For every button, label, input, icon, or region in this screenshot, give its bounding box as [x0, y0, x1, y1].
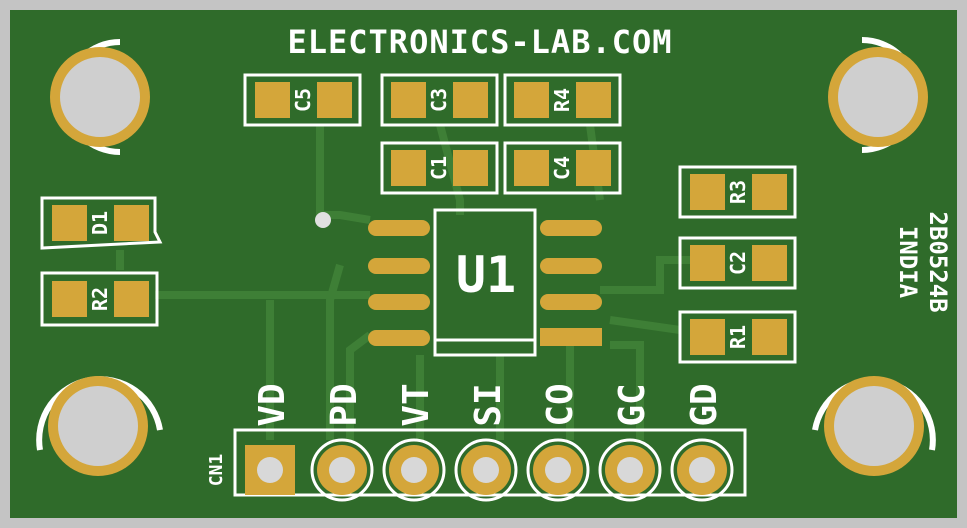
copper-traces — [116, 123, 690, 440]
pin-label-gd: GD — [684, 383, 725, 426]
pin-outline — [598, 438, 662, 502]
pin-outline — [526, 438, 590, 502]
mounting-hole-bl — [36, 376, 163, 476]
pin-outline — [382, 438, 446, 502]
pin-label-gc: GC — [612, 383, 653, 426]
pin-row: VD PD VT SI CO GC GD — [245, 383, 734, 502]
label-d1: D1 — [88, 211, 112, 235]
component-u1: U1 — [368, 208, 602, 357]
label-r3: R3 — [726, 180, 750, 204]
component-r1: R1 — [678, 310, 797, 364]
pin-label-vt: VT — [396, 383, 437, 426]
label-c4: C4 — [550, 156, 574, 180]
component-c4: C4 — [503, 141, 622, 195]
pin-hole — [617, 457, 643, 483]
cn1-label: CN1 — [206, 454, 227, 487]
component-d1: D1 — [40, 196, 163, 250]
label-r1: R1 — [726, 325, 750, 349]
side-text-code: 2B0524B — [924, 211, 952, 312]
component-r2: R2 — [40, 271, 159, 327]
component-c2: C2 — [678, 236, 797, 290]
label-r4: R4 — [550, 88, 574, 112]
pin-label-vd: VD — [252, 383, 293, 426]
mounting-hole-tl — [50, 39, 150, 155]
component-c5: C5 — [243, 73, 362, 127]
pin-label-co: CO — [540, 383, 581, 426]
label-c3: C3 — [427, 88, 451, 112]
side-text-india: INDIA — [894, 226, 922, 299]
mounting-hole-tr — [828, 37, 928, 153]
component-c1: C1 — [380, 141, 499, 195]
component-r4: R4 — [503, 73, 622, 127]
label-u1: U1 — [456, 246, 516, 304]
pin-hole — [473, 457, 499, 483]
label-c2: C2 — [726, 251, 750, 275]
pin-hole — [401, 457, 427, 483]
label-c5: C5 — [291, 88, 315, 112]
mounting-hole-br — [812, 376, 936, 476]
pin-hole — [545, 457, 571, 483]
pin-outline — [454, 438, 518, 502]
via — [315, 212, 331, 228]
connector-cn1: CN1 VD PD VT SI CO GC GD — [206, 383, 747, 502]
pin-hole — [689, 457, 715, 483]
label-r2: R2 — [88, 287, 112, 311]
pin-label-pd: PD — [324, 383, 365, 426]
label-c1: C1 — [427, 156, 451, 180]
pin-outline — [670, 438, 734, 502]
pin-outline — [310, 438, 374, 502]
pin-hole — [329, 457, 355, 483]
pin-label-si: SI — [468, 383, 509, 426]
component-c3: C3 — [380, 73, 499, 127]
brand-text: ELECTRONICS-LAB.COM — [287, 23, 672, 61]
pin-hole — [257, 457, 283, 483]
component-r3: R3 — [678, 165, 797, 219]
